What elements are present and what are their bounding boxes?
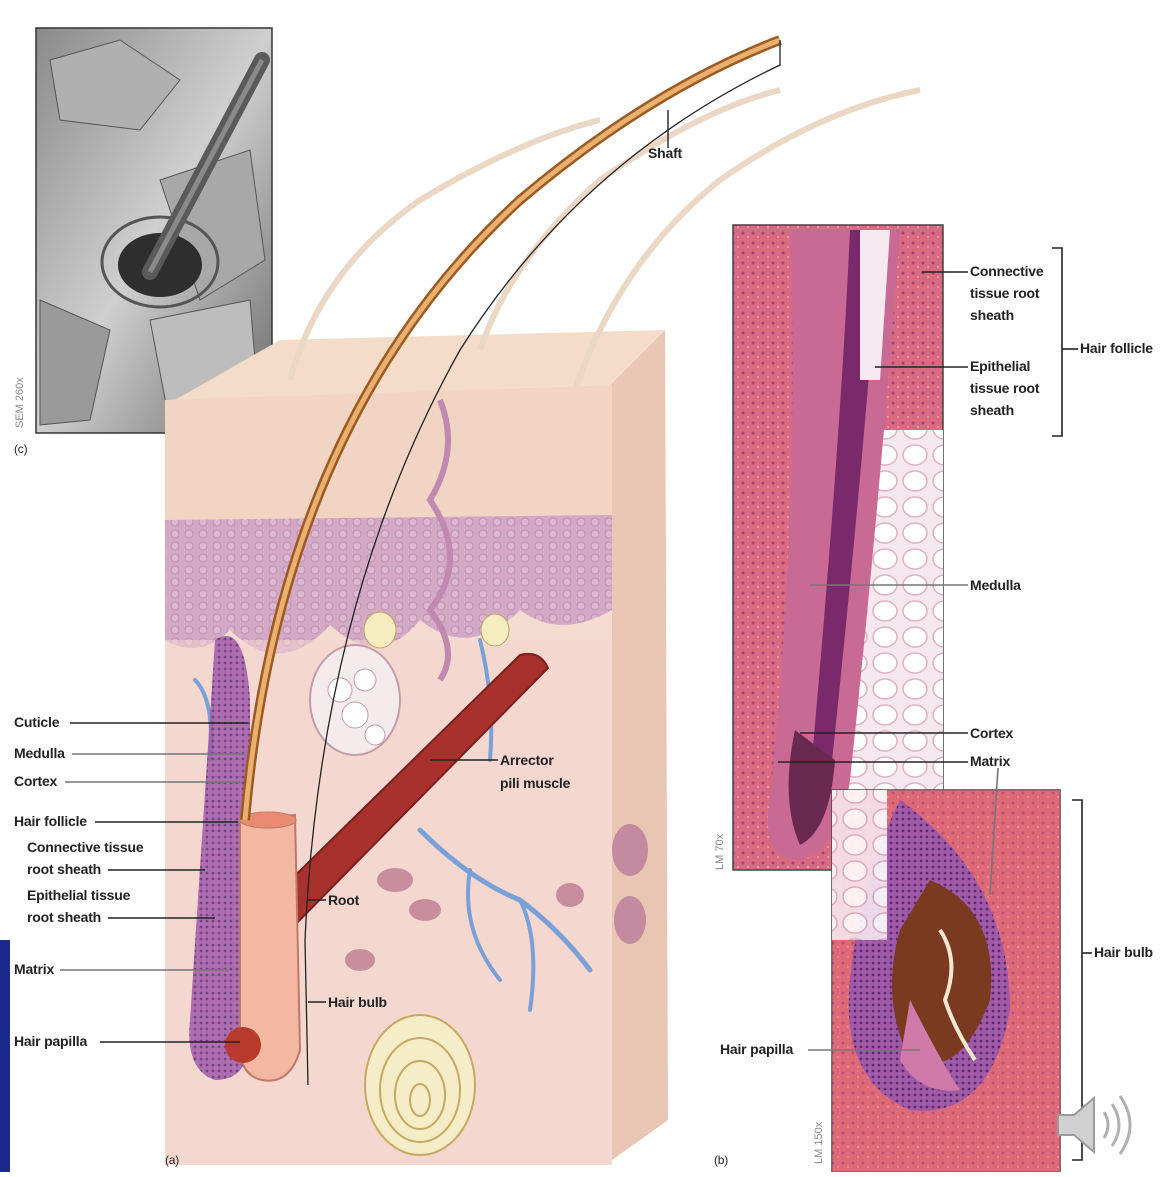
sebaceous-gland (310, 645, 400, 755)
label-matrix-left: Matrix (14, 961, 54, 978)
label-arrector-1: Arrector (500, 752, 554, 769)
label-cortex-left: Cortex (14, 773, 57, 790)
label-hair-papilla-right: Hair papilla (720, 1041, 793, 1058)
label-connective-sheath-right-2: tissue root (970, 285, 1039, 302)
panel-label-c: (c) (14, 441, 27, 458)
magnification-sem: SEM 260x (14, 377, 26, 428)
label-arrector-2: pili muscle (500, 775, 570, 792)
label-epithelial-sheath-left-1: Epithelial tissue (27, 887, 130, 904)
label-hair-papilla-left: Hair papilla (14, 1033, 87, 1050)
magnification-lm-top: LM 70x (714, 834, 726, 870)
label-shaft: Shaft (648, 145, 682, 162)
label-connective-sheath-right-3: sheath (970, 307, 1014, 324)
label-connective-sheath-right-1: Connective (970, 263, 1043, 280)
label-epithelial-sheath-right-2: tissue root (970, 380, 1039, 397)
label-connective-sheath-left-2: root sheath (27, 861, 101, 878)
label-hair-follicle-left: Hair follicle (14, 813, 87, 830)
label-connective-sheath-left-1: Connective tissue (27, 839, 143, 856)
label-hair-bulb-center: Hair bulb (328, 994, 387, 1011)
label-root: Root (328, 892, 359, 909)
label-hair-follicle-right: Hair follicle (1080, 340, 1153, 357)
speaker-icon[interactable] (1050, 1090, 1140, 1160)
slide-side-bar (0, 940, 10, 1172)
label-epithelial-sheath-right-3: sheath (970, 402, 1014, 419)
label-cuticle: Cuticle (14, 714, 59, 731)
label-epithelial-sheath-left-2: root sheath (27, 909, 101, 926)
label-matrix-right: Matrix (970, 753, 1010, 770)
label-hair-bulb-right: Hair bulb (1094, 944, 1153, 961)
panel-label-b: (b) (714, 1152, 728, 1169)
lm-micrograph-hair-bulb (832, 790, 1060, 1172)
label-medulla-right: Medulla (970, 577, 1021, 594)
label-epithelial-sheath-right-1: Epithelial (970, 358, 1030, 375)
lm-micrograph-follicle (733, 225, 943, 870)
magnification-lm-bottom: LM 150x (813, 1122, 825, 1164)
label-cortex-right: Cortex (970, 725, 1013, 742)
label-medulla-left: Medulla (14, 745, 65, 762)
panel-label-a: (a) (165, 1152, 179, 1169)
lamellated-corpuscle (365, 1015, 475, 1155)
